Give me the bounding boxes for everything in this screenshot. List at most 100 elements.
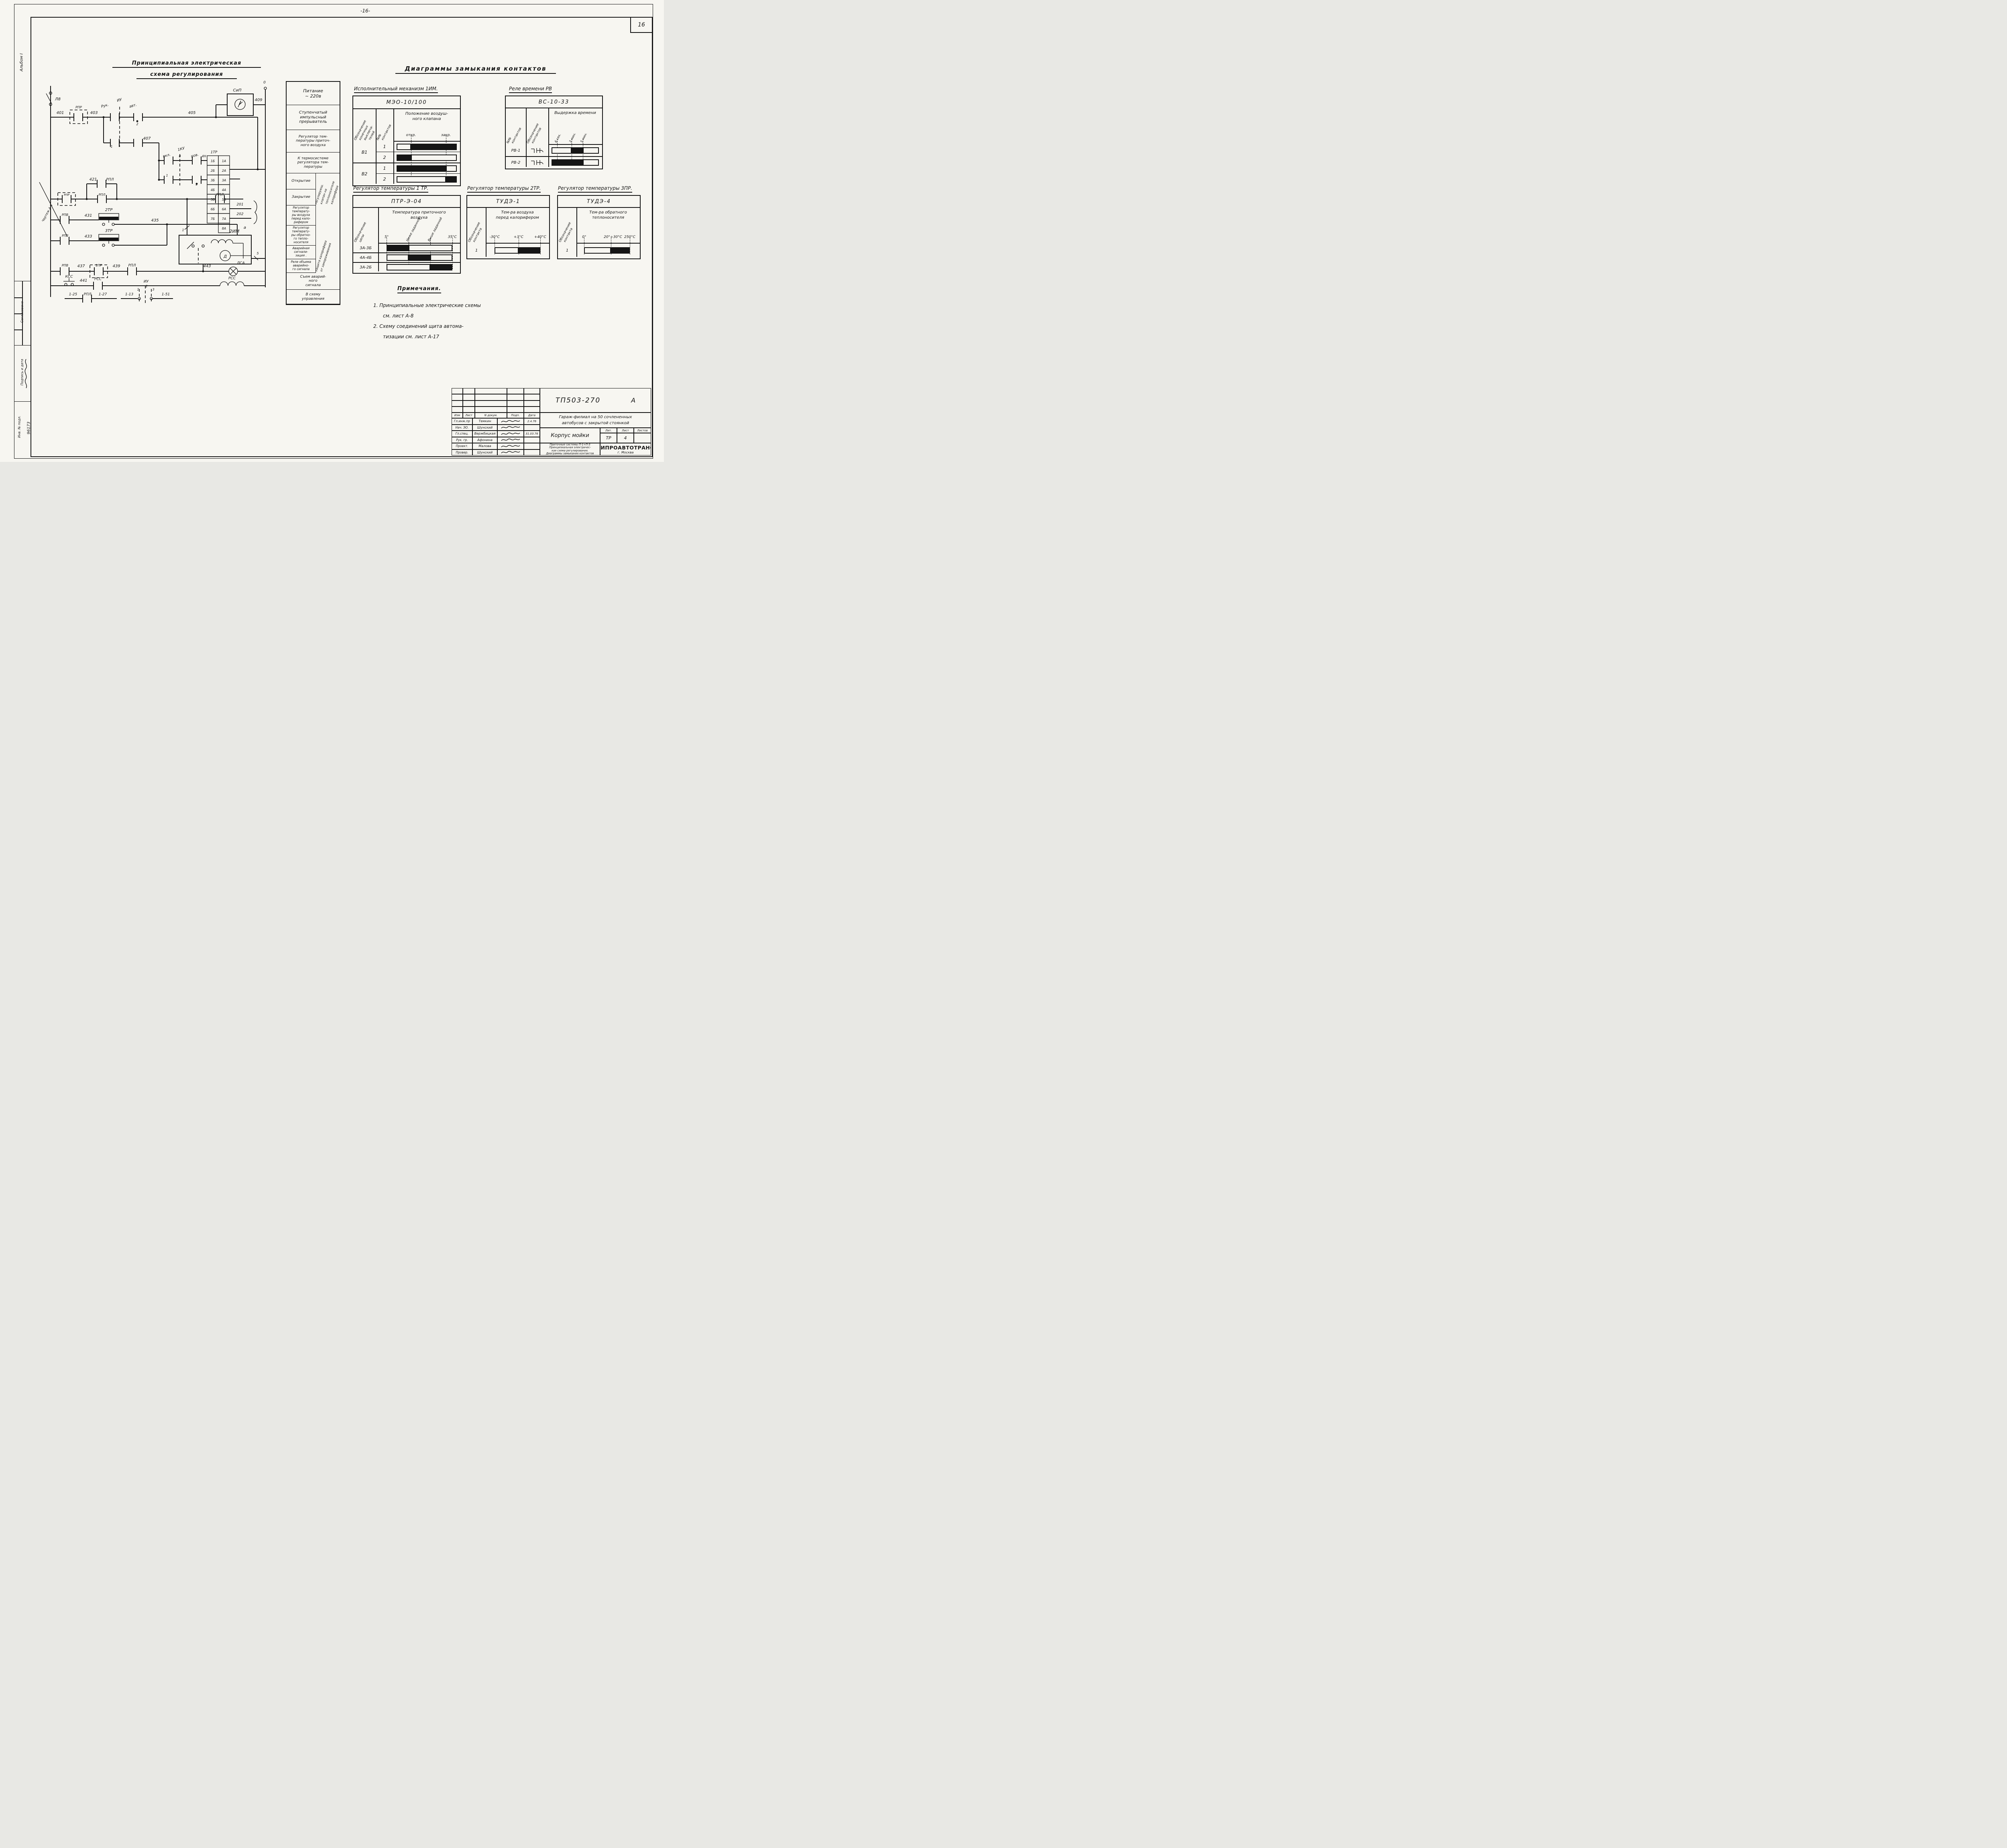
table-group-label: В2 bbox=[361, 171, 368, 177]
closure-bar-open bbox=[411, 154, 457, 161]
drawing-frame bbox=[31, 17, 653, 457]
closure-bar-open bbox=[582, 159, 599, 166]
table-model: ПТР-Э-04 bbox=[353, 196, 460, 208]
table-axis-title: Тем-ра воздуха bbox=[501, 210, 534, 215]
closure-bar-closed bbox=[387, 245, 409, 251]
table-tick-label: 0° bbox=[582, 235, 586, 239]
table-row-label: 4А-4Б bbox=[359, 255, 372, 260]
closure-bar-closed bbox=[430, 264, 452, 270]
table-tick-line bbox=[430, 238, 431, 269]
schematic-label: Д bbox=[223, 254, 227, 259]
table-contact-number: 2 bbox=[383, 177, 386, 182]
stamp-rev-cell bbox=[507, 388, 524, 394]
stamp-date bbox=[524, 449, 540, 455]
closure-bar-open bbox=[430, 254, 452, 261]
stamp-name: Шунский bbox=[472, 424, 497, 431]
stamp-title-sub-line: Приточные системы П-1÷П-3 bbox=[550, 443, 590, 446]
stamp-rev-cell bbox=[452, 400, 463, 407]
stamp-title-sub-line: кая схема регулирования. bbox=[552, 449, 588, 452]
margin-podpis-cell: Подпись и дата bbox=[14, 345, 31, 402]
closure-bar-closed bbox=[397, 154, 411, 161]
table-header-divider bbox=[378, 243, 460, 244]
closure-bar-closed bbox=[411, 143, 457, 150]
schematic-label: 1 bbox=[166, 174, 168, 177]
stamp-signature bbox=[497, 424, 524, 431]
schematic-label: 201 bbox=[236, 203, 243, 207]
schematic-label: 439 bbox=[112, 264, 120, 268]
legend-cell-line: ры обратно- bbox=[291, 233, 311, 237]
schematic-label: КСС bbox=[65, 275, 73, 279]
stamp-rev-header: Подп. bbox=[507, 413, 524, 418]
table-group-label: В1 bbox=[361, 149, 368, 155]
stamp-lit-header: Лист bbox=[617, 428, 634, 433]
table-tick-label: +40°С bbox=[534, 235, 546, 239]
closure-bar-closed bbox=[446, 176, 457, 183]
schematic-label: 2 bbox=[145, 285, 147, 288]
schematic-label: 4Н bbox=[202, 155, 206, 158]
table-row-divider bbox=[506, 156, 602, 157]
table-row-divider bbox=[353, 252, 460, 253]
svg-text:1А: 1А bbox=[222, 159, 226, 163]
stamp-title-sub-line: Диаграммы замыкания контактов bbox=[546, 451, 594, 455]
stamp-rev-cell bbox=[475, 394, 507, 401]
stamp-signature bbox=[497, 418, 524, 425]
legend-cell-line: Питание bbox=[303, 88, 323, 94]
schematic-label: 1 bbox=[182, 228, 184, 232]
table-tick-label: 20°÷30°С bbox=[604, 235, 622, 239]
closure-bar-open bbox=[584, 247, 611, 254]
wires bbox=[39, 86, 267, 303]
stamp-rev-cell bbox=[452, 388, 463, 394]
stamp-date: 31.03.76 bbox=[524, 431, 540, 437]
closure-bar-closed bbox=[552, 159, 583, 166]
table-row-label: 1 bbox=[475, 248, 478, 253]
svg-text:7А: 7А bbox=[222, 217, 226, 221]
schematic-label: ЛСА bbox=[236, 261, 244, 265]
schematic-label: 3 bbox=[152, 288, 154, 291]
stamp-rev-cell bbox=[524, 406, 540, 413]
signature-scribble bbox=[501, 439, 520, 441]
legend-cell-line: Ступенчатый bbox=[299, 110, 328, 115]
legend-cell-line: ного воздуха bbox=[300, 143, 326, 147]
stamp-rev-cell bbox=[452, 406, 463, 413]
schematic-label: 1-25 bbox=[69, 293, 77, 297]
stamp-role: Проект. bbox=[452, 443, 472, 449]
schematic-label: РСС bbox=[94, 277, 102, 281]
note-line: 2. Схему соединений щита автома- bbox=[373, 323, 464, 329]
legend-cell-line: прерыватель bbox=[299, 120, 327, 124]
margin-inv-number: 96173 bbox=[26, 421, 31, 435]
schematic-label: 2ТР bbox=[105, 208, 113, 212]
table-row-label: РВ-1 bbox=[511, 148, 521, 153]
legend-cell-line: температу- bbox=[292, 209, 310, 213]
stamp-date bbox=[524, 443, 540, 449]
table-axis-title: Температура приточного bbox=[392, 210, 446, 215]
schematic-label: 3ТР bbox=[105, 229, 113, 233]
svg-text:5А: 5А bbox=[222, 198, 226, 201]
table-col-header-diagonal: контактов bbox=[381, 124, 392, 141]
svg-text:8А: 8А bbox=[222, 227, 226, 230]
closure-bar-closed bbox=[611, 247, 630, 254]
legend-cell-line: Реле объема bbox=[291, 260, 311, 264]
table-header-divider bbox=[486, 243, 549, 244]
margin-soglasovano-cell: Согласовано bbox=[14, 281, 31, 346]
svg-text:6Б: 6Б bbox=[211, 207, 215, 211]
signature-scribble bbox=[501, 432, 520, 435]
legend-cell: Закрытие bbox=[287, 189, 316, 205]
stamp-signature bbox=[497, 443, 524, 449]
schematic-label: РПЛ bbox=[106, 178, 114, 182]
closure-bar-open bbox=[397, 176, 446, 183]
stamp-rev-header: N докум. bbox=[475, 413, 507, 418]
legend-cell: Открытие bbox=[287, 173, 316, 189]
sheet-outer-border bbox=[14, 4, 653, 459]
note-line: см. лист А-8 bbox=[383, 313, 414, 319]
table-tick-label: Выше заданной bbox=[427, 216, 443, 242]
schematic-label: 433 bbox=[84, 234, 92, 239]
stamp-rev-cell bbox=[452, 394, 463, 401]
stamp-doc-lit: А bbox=[631, 396, 636, 404]
